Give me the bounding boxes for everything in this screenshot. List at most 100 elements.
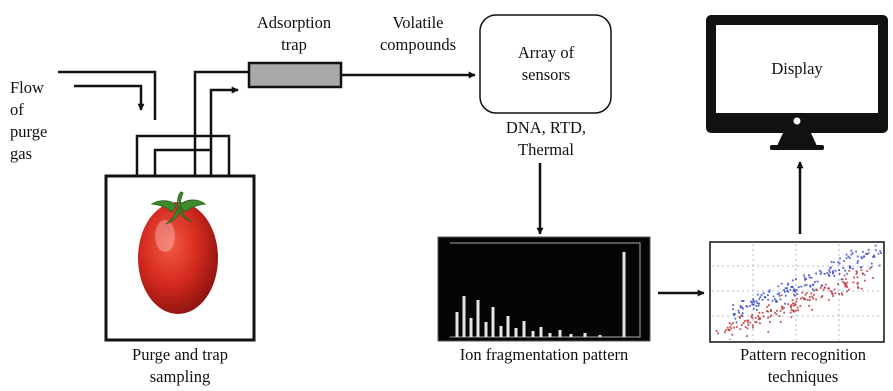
- scatter-dot: [751, 314, 753, 316]
- scatter-dot: [744, 326, 747, 328]
- scatter-dot: [821, 284, 823, 287]
- scatter-dot: [746, 327, 749, 330]
- scatter-dot: [768, 304, 770, 307]
- scatter-dot: [755, 305, 758, 307]
- scatter-dot: [821, 295, 824, 297]
- scatter-dot: [773, 298, 776, 300]
- scatter-dot: [843, 260, 845, 262]
- scatter-dot: [762, 315, 765, 318]
- scatter-dot: [770, 310, 772, 312]
- scatter-dot: [742, 307, 744, 310]
- adsorption-trap: [247, 61, 343, 89]
- scatter-dot: [875, 249, 877, 252]
- scatter-dot: [732, 322, 735, 324]
- scatter-dot: [758, 316, 761, 319]
- scatter-dot: [730, 323, 733, 326]
- scatter-dot: [768, 291, 771, 293]
- scatter-dot: [860, 266, 863, 269]
- scatter-dot: [856, 271, 858, 274]
- scatter-dot: [715, 330, 718, 332]
- scatter-dot: [806, 299, 809, 301]
- scatter-dot: [842, 267, 845, 269]
- scatter-dot: [820, 296, 823, 299]
- scatter-dot: [843, 274, 846, 277]
- scatter-dot: [766, 310, 768, 312]
- scatter-dot: [730, 327, 733, 330]
- scatter-dot: [751, 301, 754, 304]
- scatter-dot: [829, 289, 832, 292]
- scatter-dot: [819, 287, 822, 289]
- sensor-types-label: DNA, RTD, Thermal: [505, 118, 587, 159]
- scatter-dot: [856, 283, 859, 286]
- scatter-dot: [735, 326, 738, 328]
- scatter-dot: [795, 301, 798, 303]
- scatter-dot: [845, 253, 848, 256]
- scatter-dot: [832, 271, 835, 274]
- scatter-dot: [752, 304, 755, 306]
- scatter-dot: [746, 319, 748, 322]
- scatter-dot: [812, 283, 814, 286]
- scatter-dot: [870, 266, 873, 269]
- scatter-dot: [787, 282, 790, 285]
- scatter-dot: [846, 286, 849, 288]
- scatter-dot: [795, 309, 797, 312]
- scatter-dot: [867, 248, 870, 251]
- scatter-dot: [800, 285, 803, 288]
- scatter-dot: [808, 276, 811, 279]
- scatter-dot: [750, 300, 752, 303]
- scatter-dot: [757, 318, 760, 321]
- scatter-dot: [852, 267, 854, 270]
- scatter-dot: [809, 285, 812, 288]
- scatter-dot: [787, 290, 789, 293]
- scatter-dot: [830, 290, 833, 293]
- scatter-dot: [790, 306, 792, 309]
- scatter-dot: [755, 309, 758, 311]
- scatter-dot: [834, 269, 837, 272]
- scatter-dot: [844, 283, 846, 286]
- scatter-dot: [792, 310, 795, 313]
- scatter-dot: [757, 293, 759, 296]
- scatter-dot: [767, 316, 769, 319]
- scatter-dot: [795, 288, 798, 291]
- scatter-dot: [769, 315, 772, 318]
- scatter-dot: [732, 304, 735, 306]
- scatter-dot: [758, 311, 761, 314]
- scatter-dot: [862, 272, 864, 275]
- scatter-dot: [861, 257, 864, 260]
- scatter-dot: [762, 292, 765, 295]
- scatter-dot: [792, 309, 795, 312]
- scatter-dot: [778, 292, 781, 295]
- scatter-dot: [733, 326, 736, 329]
- scatter-dot: [761, 311, 764, 314]
- scatter-dot: [741, 300, 743, 302]
- scatter-dot: [872, 254, 875, 257]
- scatter-dot: [789, 289, 792, 291]
- scatter-dot: [863, 255, 865, 258]
- scatter-dot: [792, 302, 794, 305]
- scatter-dot: [784, 302, 786, 305]
- scatter-dot: [739, 305, 742, 307]
- scatter-dot: [812, 297, 815, 300]
- volatile-compounds-label: Volatile compounds: [379, 13, 457, 54]
- scatter-dot: [804, 279, 806, 281]
- scatter-dot: [846, 272, 849, 275]
- scatter-dot: [857, 287, 860, 289]
- scatter-dot: [790, 304, 793, 306]
- scatter-dot: [741, 315, 744, 318]
- scatter-dot: [832, 261, 835, 264]
- sensor-array-box: [479, 14, 612, 114]
- scatter-dot: [723, 331, 726, 334]
- scatter-dot: [749, 321, 752, 324]
- scatter-dot: [803, 298, 805, 300]
- scatter-dot: [848, 288, 850, 291]
- scatter-dot: [803, 274, 805, 277]
- scatter-dot: [771, 299, 774, 302]
- scatter-dot: [729, 326, 732, 328]
- scatter-dot: [757, 315, 759, 317]
- scatter-dot: [776, 309, 778, 312]
- scatter-dot: [860, 287, 863, 290]
- scatter-dot: [790, 309, 793, 311]
- scatter-dot: [833, 288, 836, 291]
- scatter-dot: [779, 321, 782, 323]
